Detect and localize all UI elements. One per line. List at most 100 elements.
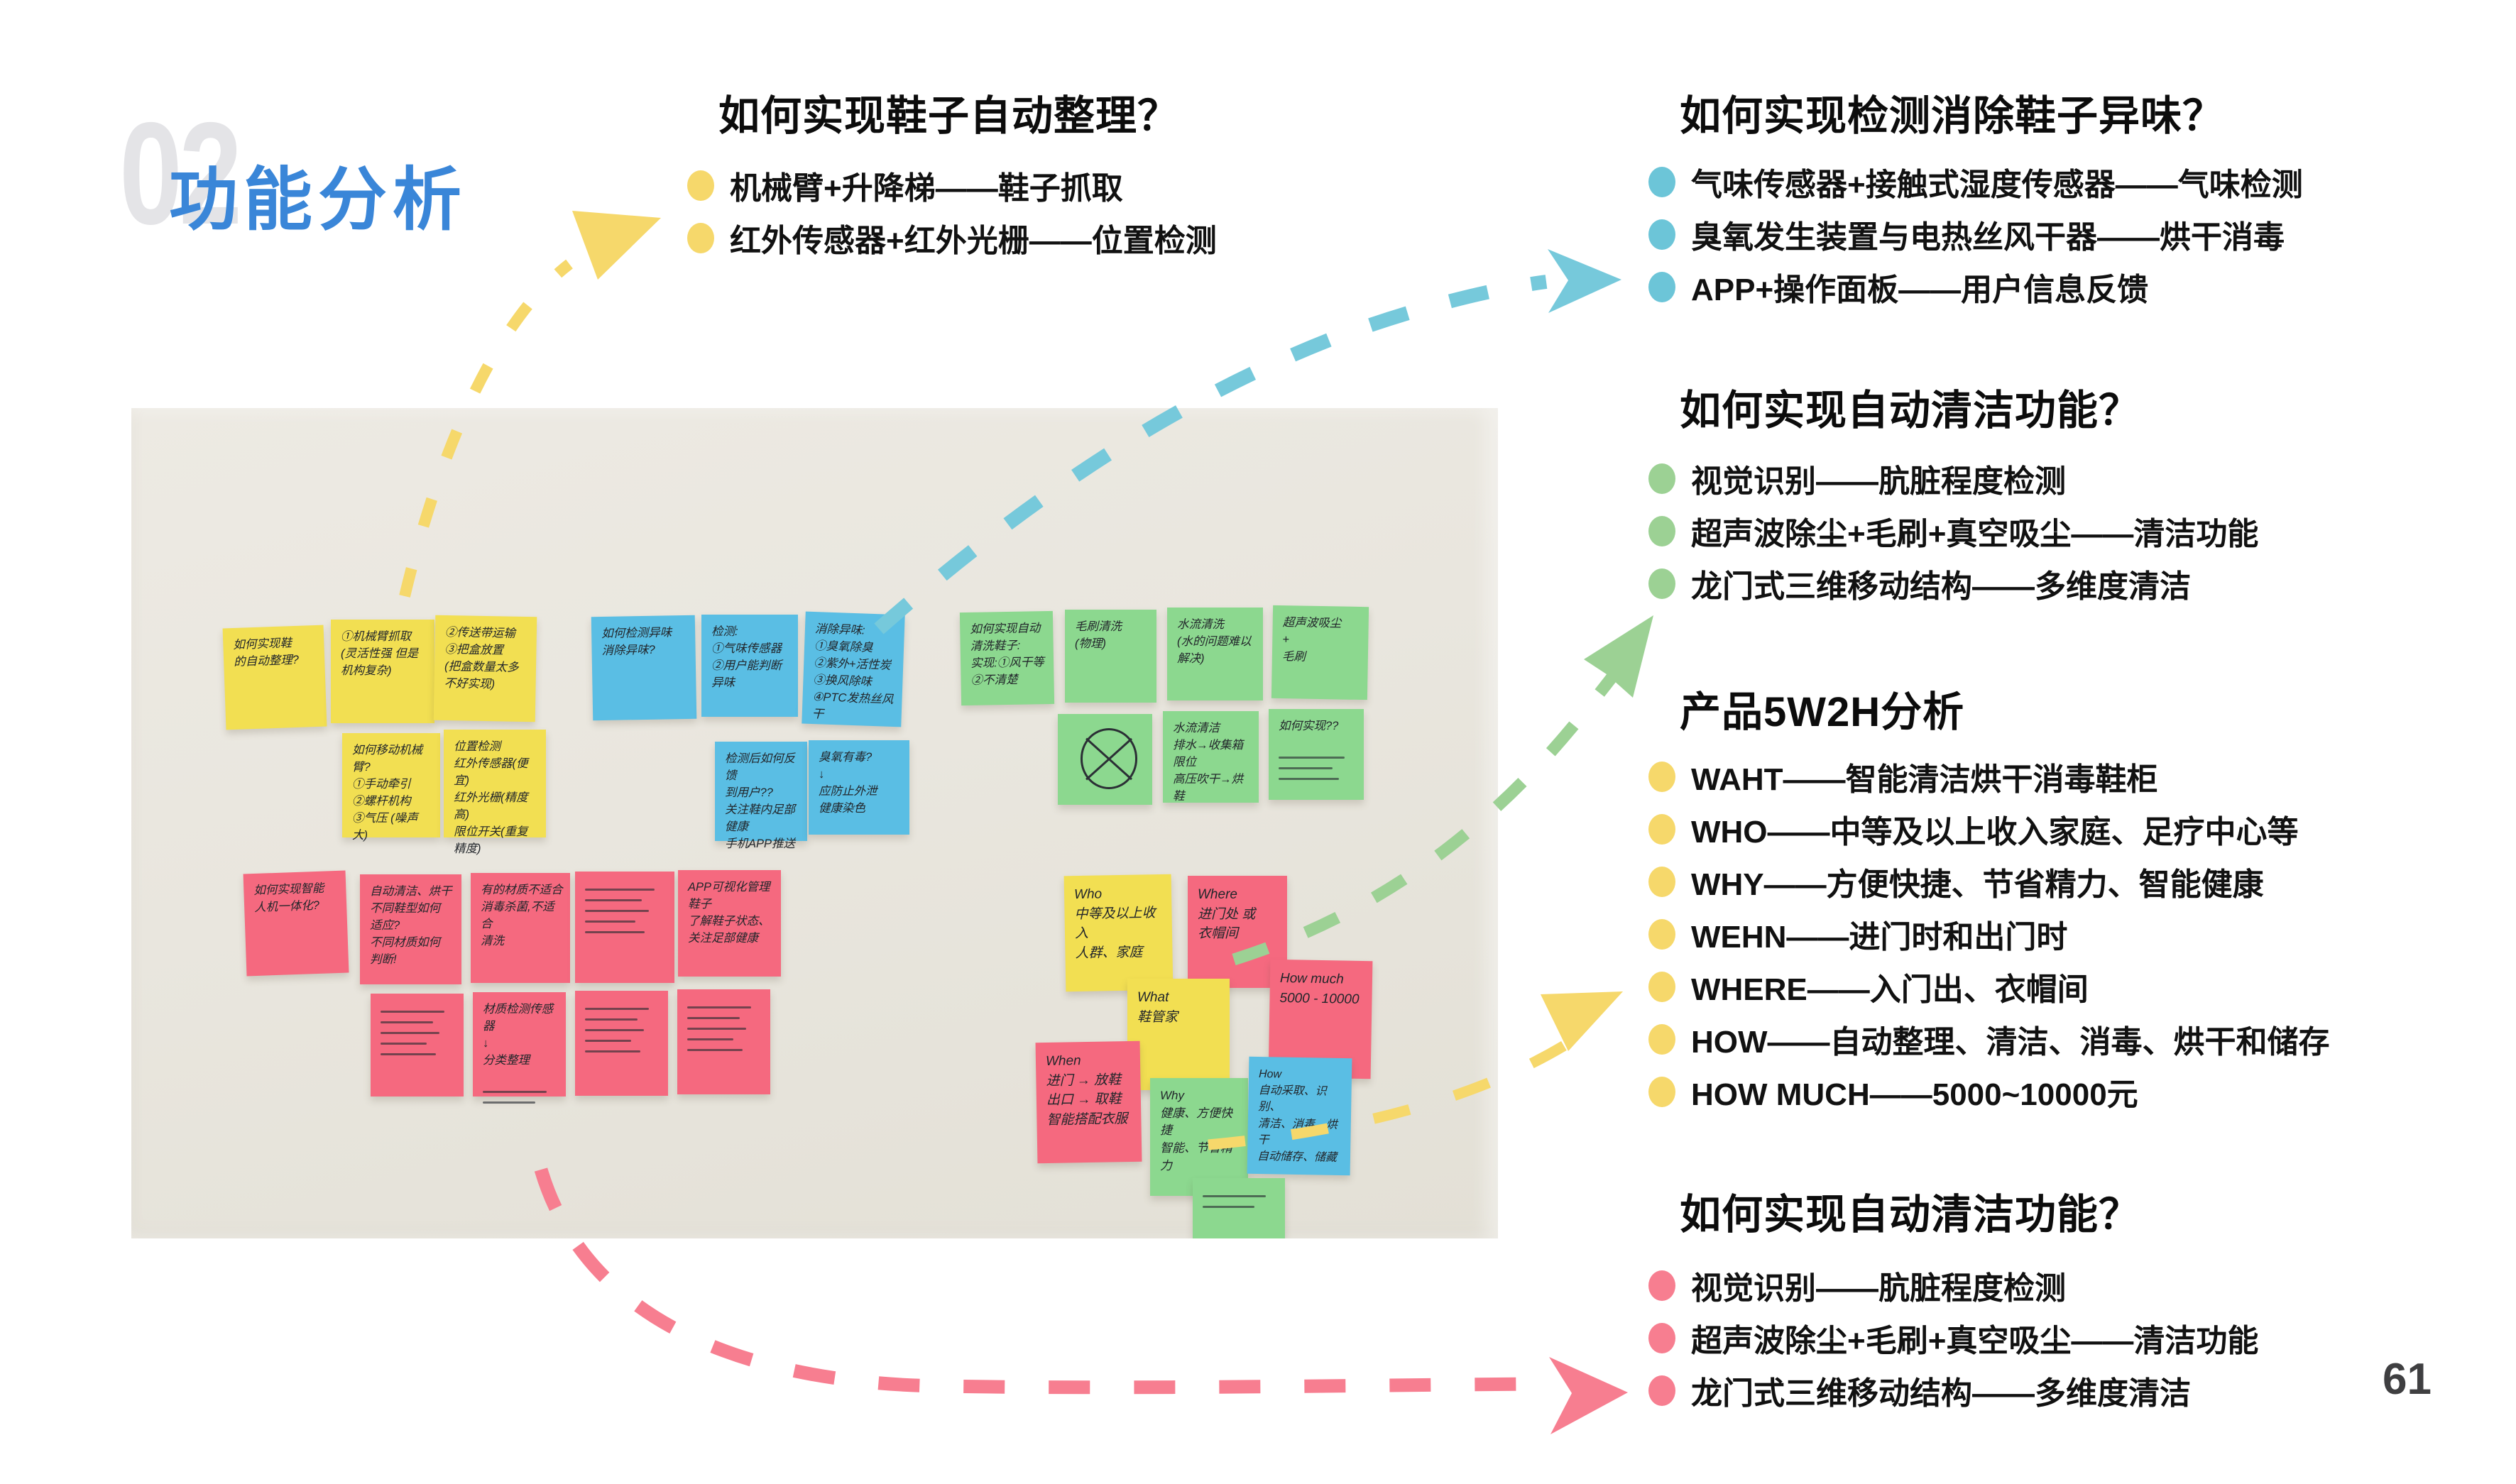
note-scribble [473, 1074, 566, 1104]
sticky-note [677, 989, 770, 1094]
section-items: 视觉识别——肮脏程度检测超声波除尘+毛刷+真空吸尘——清洁功能龙门式三维移动结构… [1648, 452, 2258, 610]
section-item: WEHN——进门时和出门时 [1648, 908, 2330, 960]
bullet-icon [1648, 463, 1675, 494]
sticky-note: 位置检测红外传感器(便宜)红外光栅(精度高)限位开关(重复精度) [444, 730, 546, 855]
bullet-icon [1648, 813, 1675, 845]
section-items: 气味传感器+接触式湿度传感器——气味检测臭氧发生装置与电热丝风干器——烘干消毒 A… [1648, 155, 2303, 313]
crossed-out-icon [1080, 728, 1138, 789]
section-item-label: WEHN——进门时和出门时 [1691, 920, 2068, 955]
section-item: 臭氧发生装置与电热丝风干器——烘干消毒 [1648, 208, 2303, 260]
note-text: 臭氧有毒?↓应防止外泄健康染色 [819, 751, 877, 815]
section-item: 超声波除尘+毛刷+真空吸尘——清洁功能 [1648, 505, 2258, 557]
sticky-note [371, 994, 464, 1096]
section-item-label: 机械臂+升降梯——鞋子抓取 [730, 171, 1123, 206]
sticky-note: 如何检测异味消除异味? [591, 615, 697, 721]
note-text: 水流清洁排水→收集箱限位高压吹干→烘鞋 [1173, 722, 1243, 803]
sticky-note: 如何实现智能人机一体化? [243, 870, 349, 977]
section-heading: 如何实现自动清洁功能？ [1680, 1192, 2141, 1238]
page-number: 61 [2383, 1355, 2432, 1404]
section-item: 龙门式三维移动结构——多维度清洁 [1648, 1364, 2258, 1417]
note-scribble [371, 994, 464, 1055]
section-item-label: 超声波除尘+毛刷+真空吸尘——清洁功能 [1691, 517, 2259, 551]
note-text: 有的材质不适合消毒杀菌,不适合清洗 [481, 884, 563, 947]
note-text: 如何检测异味消除异味? [601, 626, 672, 657]
bullet-icon [687, 170, 714, 201]
arrowhead-icon [1541, 991, 1623, 1051]
note-text: 如何实现智能人机一体化? [253, 881, 324, 914]
section-item-label: 视觉识别——肮脏程度检测 [1691, 1271, 2066, 1306]
section-item-label: 气味传感器+接触式湿度传感器——气味检测 [1691, 167, 2303, 202]
bullet-icon [1648, 1076, 1675, 1107]
section-item: WAHT——智能清洁烘干消毒鞋柜 [1648, 750, 2330, 803]
section-items: 机械臂+升降梯——鞋子抓取红外传感器+红外光栅——位置检测 [687, 159, 1217, 264]
note-text: 如何实现鞋的自动整理? [233, 637, 300, 669]
note-text: 超声波吸尘+毛刷 [1281, 616, 1342, 664]
sticky-note: 检测后如何反馈到用户??关注鞋内足部健康手机APP推送 [715, 742, 807, 850]
sticky-note: 毛刷清洗(物理) [1065, 610, 1156, 703]
section-item-label: HOW MUCH——5000~10000元 [1691, 1077, 2138, 1112]
sticky-note: 自动清洁、烘干不同鞋型如何适应?不同材质如何判断! [360, 874, 461, 984]
sticky-note: 材质检测传感器↓分类整理 [473, 992, 566, 1104]
section-item: 红外传感器+红外光栅——位置检测 [687, 211, 1217, 264]
note-text: 材质检测传感器↓分类整理 [483, 1003, 553, 1067]
section-item-label: APP+操作面板——用户信息反馈 [1691, 273, 2149, 307]
section-items: 视觉识别——肮脏程度检测超声波除尘+毛刷+真空吸尘——清洁功能龙门式三维移动结构… [1648, 1259, 2258, 1417]
section-item-label: 视觉识别——肮脏程度检测 [1691, 464, 2066, 499]
note-text: 检测后如何反馈到用户??关注鞋内足部健康手机APP推送 [725, 752, 796, 850]
note-scribble [575, 991, 668, 1052]
sticky-note: 臭氧有毒?↓应防止外泄健康染色 [809, 740, 909, 835]
bullet-icon [1648, 1023, 1675, 1055]
section-item: APP+操作面板——用户信息反馈 [1648, 260, 2303, 313]
section-5w2h: 产品5W2H分析 WAHT——智能清洁烘干消毒鞋柜 WHO——中等及以上收入家庭、… [1648, 688, 2330, 1118]
note-text: 水流清洗(水的问题难以解决) [1177, 618, 1252, 665]
bullet-icon [1648, 568, 1675, 599]
sticky-note: ①机械臂抓取(灵活性强 但是机构复杂) [331, 620, 434, 723]
sticky-note: 如何实现?? [1269, 709, 1364, 800]
note-scribble [1193, 1178, 1285, 1208]
note-scribble [677, 989, 770, 1051]
bullet-icon [1648, 271, 1675, 302]
section-item: 龙门式三维移动结构——多维度清洁 [1648, 557, 2258, 610]
section-heading: 产品5W2H分析 [1680, 689, 1965, 735]
section-item: 视觉识别——肮脏程度检测 [1648, 452, 2258, 505]
bullet-icon [1648, 219, 1675, 250]
sticky-note: 水流清洁排水→收集箱限位高压吹干→烘鞋 [1163, 711, 1259, 803]
section-item-label: 超声波除尘+毛刷+真空吸尘——清洁功能 [1691, 1324, 2259, 1358]
sticky-note [575, 872, 674, 983]
sticky-note: 有的材质不适合消毒杀菌,不适合清洗 [471, 873, 570, 983]
section-item-label: WHO——中等及以上收入家庭、足疗中心等 [1691, 815, 2299, 850]
arrowhead-icon [1548, 249, 1621, 313]
bullet-icon [1648, 971, 1675, 1002]
section-items: WAHT——智能清洁烘干消毒鞋柜 WHO——中等及以上收入家庭、足疗中心等 WHY—… [1648, 750, 2330, 1118]
section-item-label: WHY——方便快捷、节省精力、智能健康 [1691, 867, 2264, 902]
bullet-icon [1648, 515, 1675, 546]
section-item-label: 臭氧发生装置与电热丝风干器——烘干消毒 [1691, 220, 2285, 255]
section-auto-cleaning-green: 如何实现自动清洁功能？ 视觉识别——肮脏程度检测超声波除尘+毛刷+真空吸尘——清… [1648, 387, 2258, 610]
section-item: WHO——中等及以上收入家庭、足疗中心等 [1648, 803, 2330, 855]
section-item-label: WAHT——智能清洁烘干消毒鞋柜 [1691, 762, 2158, 797]
section-item: 气味传感器+接触式湿度传感器——气味检测 [1648, 155, 2303, 208]
note-text: 毛刷清洗(物理) [1075, 620, 1122, 650]
section-heading: 如何实现检测消除鞋子异味？ [1680, 93, 2225, 139]
note-text: 如何实现?? [1279, 720, 1339, 732]
section-item: HOW MUCH——5000~10000元 [1648, 1065, 2330, 1118]
bullet-icon [1648, 166, 1675, 197]
sticky-note: 超声波吸尘+毛刷 [1271, 605, 1369, 700]
sticky-note: APP可视化管理鞋子了解鞋子状态、关注足部健康 [678, 870, 781, 977]
bullet-icon [1648, 761, 1675, 792]
